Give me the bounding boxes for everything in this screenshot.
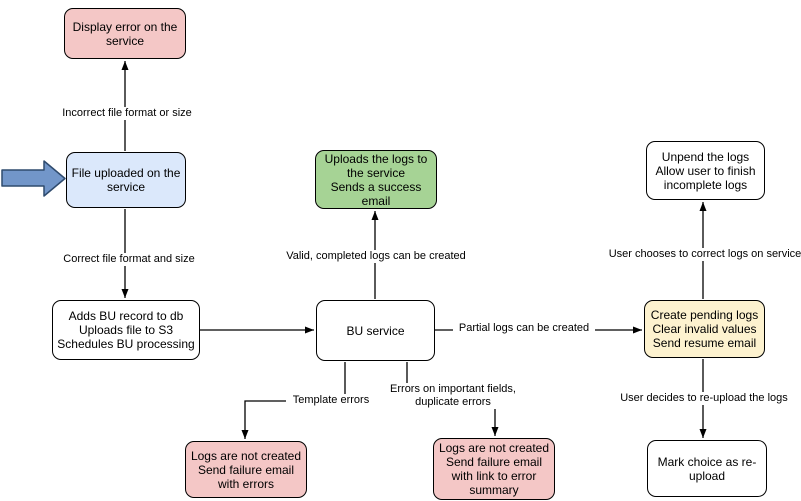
edge-label-user-reuploads: User decides to re-upload the logs xyxy=(613,392,795,405)
node-logs-failure-summary: Logs are not created Send failure email … xyxy=(433,438,555,500)
node-bu-service: BU service xyxy=(316,300,435,361)
edge-label-partial-logs: Partial logs can be created xyxy=(453,322,595,335)
edge-label-incorrect-format: Incorrect file format or size xyxy=(48,107,206,120)
edge-label-field-errors: Errors on important fields, duplicate er… xyxy=(382,383,524,409)
node-uploads-logs: Uploads the logs to the service Sends a … xyxy=(315,150,437,209)
node-display-error: Display error on the service xyxy=(64,8,186,59)
edge-label-valid-logs: Valid, completed logs can be created xyxy=(275,250,477,263)
edge-label-correct-format: Correct file format and size xyxy=(50,253,208,266)
node-logs-failure-errors: Logs are not created Send failure email … xyxy=(185,441,307,498)
start-pointer-arrow-icon xyxy=(1,160,66,197)
node-unpend-logs: Unpend the logs Allow user to finish inc… xyxy=(646,141,765,200)
node-adds-bu-record: Adds BU record to db Uploads file to S3 … xyxy=(52,300,200,360)
node-file-uploaded: File uploaded on the service xyxy=(66,152,186,208)
node-mark-reupload: Mark choice as re- upload xyxy=(647,440,767,497)
edge-label-template-errors: Template errors xyxy=(286,394,376,407)
node-create-pending-logs: Create pending logs Clear invalid values… xyxy=(644,300,765,358)
edge-label-user-corrects: User chooses to correct logs on service xyxy=(604,248,801,261)
